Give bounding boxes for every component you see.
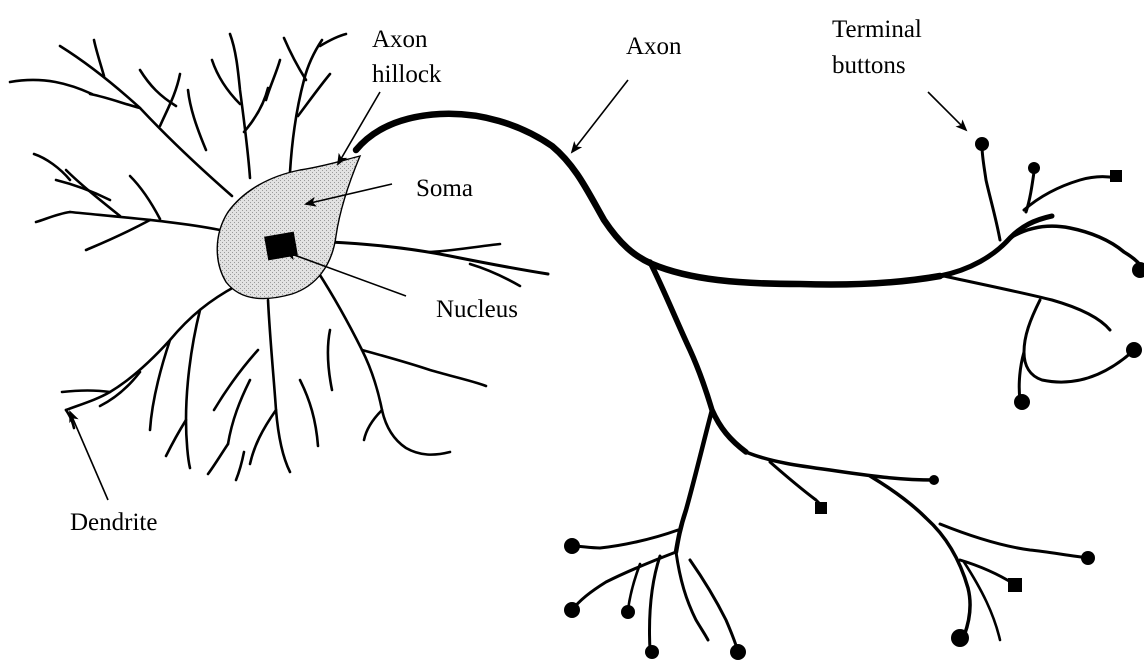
- label-axon-hillock-line1: Axon: [372, 26, 428, 53]
- terminal-button: [1126, 342, 1142, 358]
- axon-branch: [649, 556, 660, 650]
- dendrite-branch: [244, 88, 268, 132]
- axon-branch: [940, 524, 1090, 558]
- axon-branch: [1010, 226, 1142, 268]
- dendrite-branch: [166, 420, 186, 456]
- axon-branch: [1019, 352, 1024, 400]
- label-terminal-buttons-line2: buttons: [832, 52, 906, 79]
- terminal-button: [621, 605, 635, 619]
- soma-body: [217, 156, 360, 298]
- arrow-terminal-buttons: [928, 92, 966, 130]
- arrow-axon: [572, 80, 628, 152]
- axon-branch: [1024, 300, 1132, 382]
- dendrite-branch: [214, 350, 258, 410]
- terminal-button: [1014, 394, 1030, 410]
- dendrite-branch: [300, 380, 318, 446]
- terminal-button: [951, 629, 969, 647]
- dendrite-branch: [186, 310, 200, 468]
- axon-branch: [1024, 177, 1116, 210]
- dendrite-branch: [364, 410, 382, 440]
- dendrite-branch: [56, 180, 110, 200]
- dendrite-branch: [188, 90, 206, 150]
- dendrite-branch: [130, 176, 160, 219]
- axon-branch: [944, 276, 1110, 330]
- terminal-buttons: [564, 137, 1144, 660]
- dendrite-branch: [100, 372, 140, 406]
- dendrite-branch: [150, 340, 170, 430]
- label-soma: Soma: [416, 175, 473, 202]
- terminal-button: [815, 502, 827, 514]
- dendrite-branch: [212, 60, 240, 104]
- labels: Axon hillock Axon Terminal buttons Soma …: [70, 16, 922, 536]
- label-dendrite: Dendrite: [70, 509, 157, 536]
- terminal-button: [975, 137, 989, 151]
- dendrite-branch: [250, 410, 276, 464]
- axon-branch: [870, 476, 970, 636]
- terminal-button: [645, 645, 659, 659]
- terminal-button: [564, 538, 580, 554]
- terminal-button: [1028, 162, 1040, 174]
- dendrite-branch: [10, 80, 92, 94]
- terminal-button: [1008, 578, 1022, 592]
- dendrite-branch: [328, 330, 332, 390]
- axon-branch: [572, 530, 678, 548]
- label-terminal-buttons-line1: Terminal: [832, 16, 922, 43]
- dendrite-branch: [430, 244, 500, 252]
- axon-branch: [572, 552, 676, 610]
- axon-branch: [982, 146, 1000, 240]
- nucleus-shape: [264, 232, 298, 261]
- dendrite-branch: [228, 380, 250, 444]
- arrow-dendrite: [70, 412, 108, 500]
- dendrite-branch: [60, 46, 232, 196]
- dendrite-branch: [36, 212, 70, 222]
- axon-branch: [690, 560, 738, 652]
- dendrite-branch: [34, 154, 70, 180]
- dendrite-branch: [266, 60, 280, 100]
- axon-branch: [960, 560, 1014, 584]
- terminal-button: [564, 602, 580, 618]
- dendrite-branch: [318, 272, 450, 455]
- terminal-button: [1132, 262, 1144, 278]
- dendrite-branch: [236, 452, 244, 480]
- terminal-button: [1110, 170, 1122, 182]
- dendrite-branch: [160, 74, 180, 126]
- dendrite-branch: [284, 38, 306, 80]
- axon-collateral: [650, 262, 746, 452]
- dendrite-branch: [320, 34, 346, 46]
- dendrite-branch: [208, 444, 228, 474]
- label-axon-hillock-line2: hillock: [372, 61, 442, 88]
- label-axon: Axon: [626, 33, 682, 60]
- dendrite-branch: [362, 350, 486, 386]
- dendrite-branch: [230, 34, 250, 178]
- dendrite-branch: [330, 242, 548, 274]
- axon-collateral: [676, 410, 712, 552]
- soma: [217, 156, 360, 298]
- dendrite-branch: [86, 220, 150, 250]
- dendrite-branch: [268, 300, 290, 472]
- arrow-axon-hillock: [338, 92, 380, 164]
- label-nucleus: Nucleus: [436, 296, 518, 323]
- terminal-button: [730, 644, 746, 660]
- dendrite-branch: [62, 391, 110, 393]
- terminal-button: [929, 475, 939, 485]
- dendrite-branch: [70, 212, 220, 230]
- terminal-button: [1081, 551, 1095, 565]
